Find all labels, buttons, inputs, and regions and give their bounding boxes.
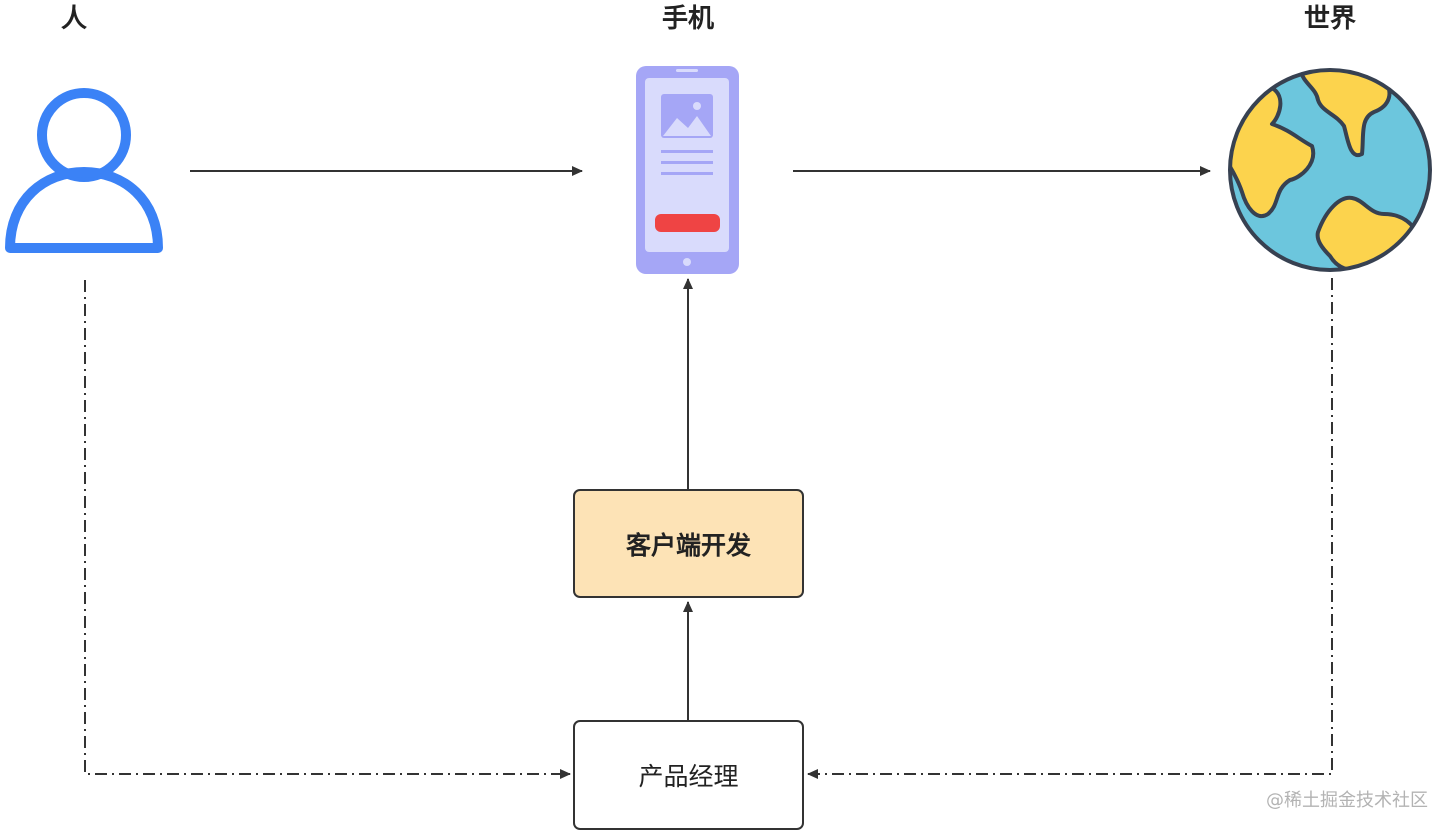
globe-icon: [1228, 68, 1432, 272]
product-manager-box: 产品经理: [573, 720, 804, 830]
client-dev-label: 客户端开发: [625, 530, 751, 560]
person-label: 人: [60, 4, 87, 34]
watermark: @稀土掘金技术社区: [1266, 790, 1428, 811]
product-manager-label: 产品经理: [638, 762, 739, 791]
edge-person-to-pm: [84, 280, 571, 779]
edge-world-to-pm: [807, 278, 1333, 779]
phone-label: 手机: [661, 4, 714, 34]
smartphone-icon: [636, 66, 739, 274]
client-dev-box: 客户端开发: [573, 489, 804, 598]
world-label: 世界: [1303, 4, 1356, 34]
person-icon: [5, 88, 163, 253]
